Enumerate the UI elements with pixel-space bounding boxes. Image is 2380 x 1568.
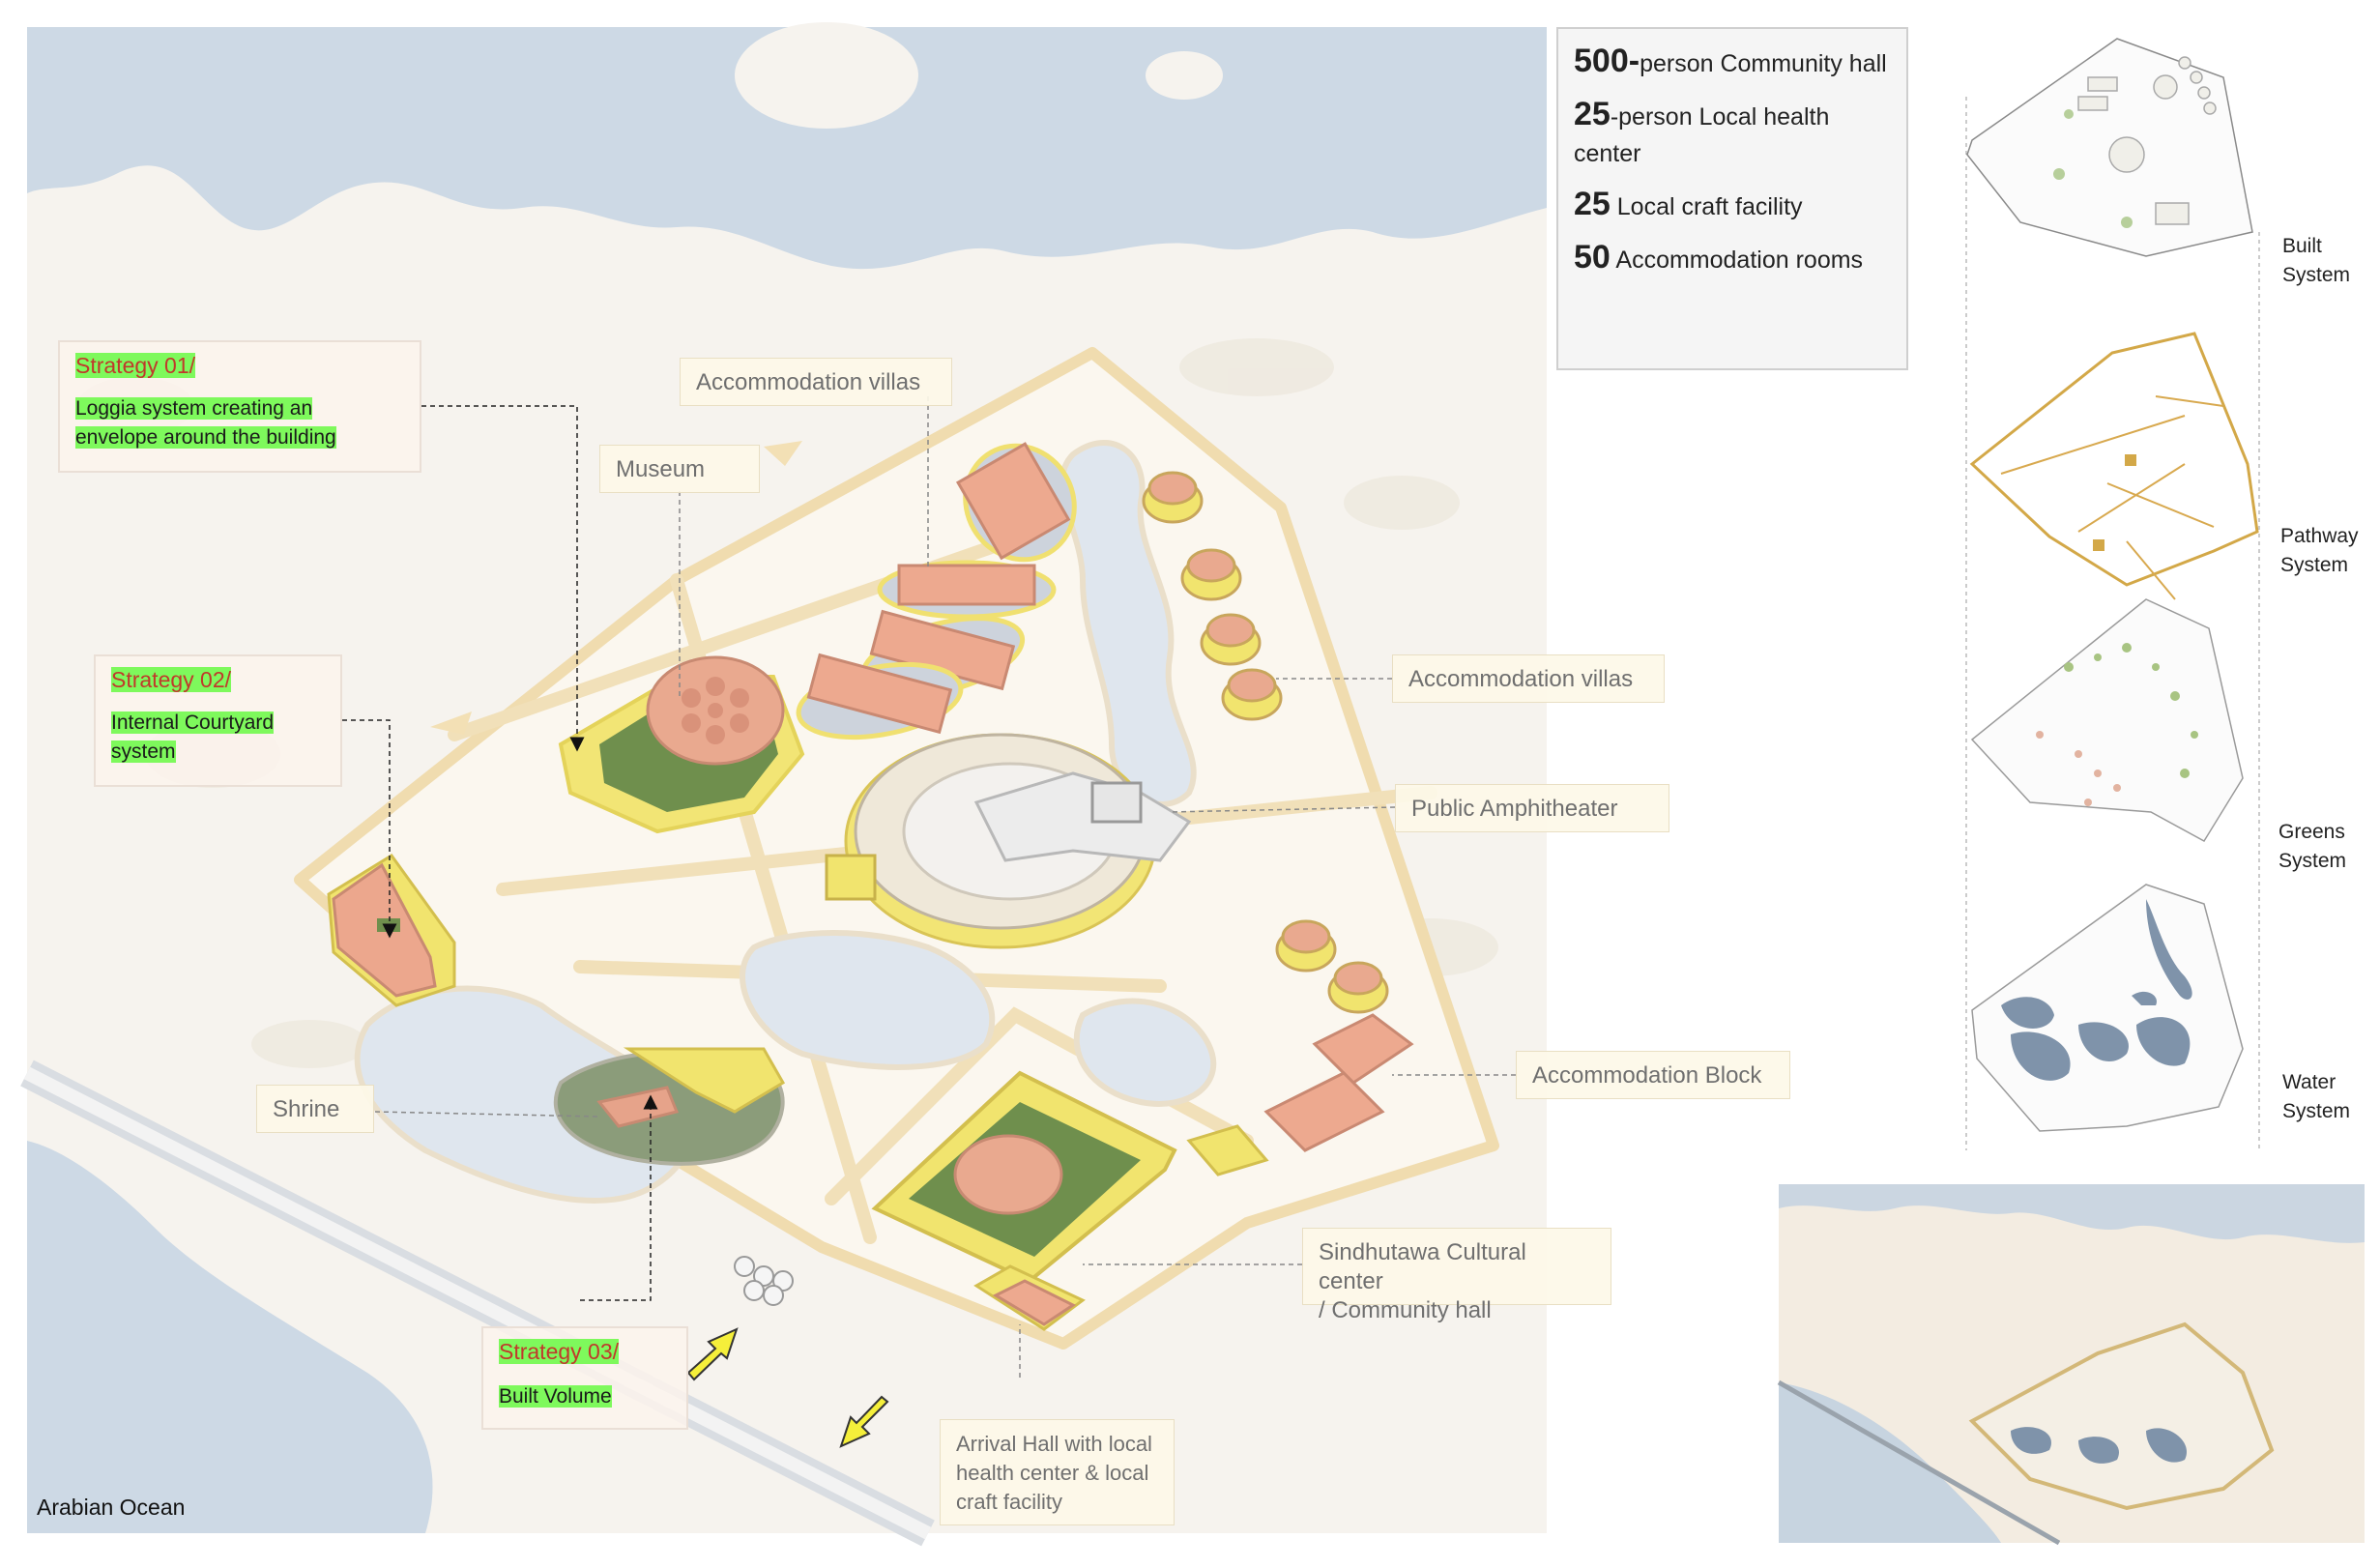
- strategy-02-box: Strategy 02/ Internal Courtyard system: [94, 654, 342, 787]
- stat-community-hall-text: person Community hall: [1640, 50, 1887, 77]
- stat-community-hall: 500-person Community hall: [1574, 43, 1891, 82]
- entry-pavilion: [734, 1256, 794, 1306]
- program-stats-box: 500-person Community hall 25-person Loca…: [1556, 27, 1908, 370]
- cultural-center-line1: Sindhutawa Cultural center: [1319, 1239, 1526, 1294]
- strategy-02-line1: Internal Courtyard: [111, 711, 275, 734]
- direction-arrows: [430, 441, 802, 735]
- arrival-hall: [973, 1264, 1086, 1331]
- strategy-01-title: Strategy 01/: [75, 353, 196, 378]
- pathway-system-word2: System: [2280, 554, 2349, 576]
- label-pathway-system: Pathway System: [2280, 522, 2359, 580]
- built-system-word1: Built: [2282, 235, 2322, 257]
- stat-craft-facility: 25 Local craft facility: [1574, 186, 1891, 225]
- water-system-word1: Water: [2282, 1071, 2336, 1093]
- arrow-down-left-icon: [839, 1395, 889, 1448]
- strategy-leader-lines: [342, 405, 658, 1301]
- greens-system-word1: Greens: [2278, 821, 2345, 843]
- label-greens-system: Greens System: [2278, 818, 2346, 876]
- label-arrival-hall: Arrival Hall with local health center & …: [940, 1419, 1175, 1525]
- label-cultural-center: Sindhutawa Cultural center / Community h…: [1302, 1228, 1611, 1323]
- accommodation-villa-ovals: [796, 442, 1077, 740]
- strategy-03-title: Strategy 03/: [499, 1339, 620, 1364]
- stat-health-center-text: -person Local health center: [1574, 103, 1830, 167]
- key-map-thumbnail: [1777, 1184, 2365, 1546]
- strategy-02-title: Strategy 02/: [111, 667, 232, 692]
- strategy-01-line2: envelope around the building: [75, 426, 336, 449]
- label-public-amphitheater: Public Amphitheater: [1395, 784, 1669, 832]
- label-arabian-ocean: Arabian Ocean: [37, 1495, 186, 1520]
- stat-community-hall-num: 500-: [1574, 43, 1640, 79]
- strategy-03-box: Strategy 03/ Built Volume: [481, 1326, 688, 1430]
- label-accommodation-villas-right: Accommodation villas: [1392, 654, 1665, 703]
- accommodation-villa-pods: [1142, 471, 1389, 1014]
- stat-craft-facility-num: 25: [1574, 186, 1611, 222]
- water-system-word2: System: [2282, 1100, 2351, 1122]
- greens-system-diagram: [1970, 598, 2244, 842]
- built-system-diagram: [1966, 38, 2253, 257]
- built-system-word2: System: [2282, 264, 2351, 286]
- stat-accommodation-text: Accommodation rooms: [1610, 247, 1864, 274]
- label-shrine: Shrine: [256, 1085, 374, 1133]
- ocean-water: [27, 22, 1547, 1533]
- strategy-02-line2: system: [111, 740, 176, 763]
- label-museum: Museum: [599, 445, 760, 493]
- pathway-system-diagram: [1969, 332, 2259, 600]
- label-water-system: Water System: [2282, 1068, 2350, 1126]
- cultural-center-line2: / Community hall: [1319, 1297, 1492, 1323]
- arrival-hall-line1: Arrival Hall with local: [956, 1432, 1152, 1456]
- greens-system-word2: System: [2278, 850, 2347, 872]
- shrine: [553, 1047, 786, 1166]
- pathway-system-word1: Pathway: [2280, 525, 2359, 547]
- strategy-03-line1: Built Volume: [499, 1385, 612, 1408]
- label-accommodation-block: Accommodation Block: [1516, 1051, 1790, 1099]
- stat-accommodation: 50 Accommodation rooms: [1574, 239, 1891, 278]
- accommodation-block: [1186, 1013, 1414, 1176]
- strategy-01-line1: Loggia system creating an: [75, 397, 313, 420]
- label-built-system: Built System: [2282, 232, 2350, 290]
- highway: [20, 1060, 935, 1547]
- cultural-center: [871, 1070, 1177, 1284]
- stat-health-center: 25-person Local health center: [1574, 96, 1891, 172]
- arrival-hall-line3: craft facility: [956, 1490, 1063, 1514]
- stat-health-center-num: 25: [1574, 96, 1611, 132]
- label-accommodation-villas-top: Accommodation villas: [680, 358, 952, 406]
- water-system-diagram: [1971, 884, 2244, 1132]
- arrival-hall-line2: health center & local: [956, 1461, 1149, 1485]
- strategy-01-box: Strategy 01/ Loggia system creating an e…: [58, 340, 421, 473]
- arrow-up-right-icon: [686, 1327, 739, 1381]
- leader-lines: [374, 396, 1516, 1378]
- public-amphitheater: [825, 733, 1192, 949]
- stat-accommodation-num: 50: [1574, 239, 1611, 276]
- stat-craft-facility-text: Local craft facility: [1610, 193, 1803, 220]
- museum-building: [558, 655, 805, 834]
